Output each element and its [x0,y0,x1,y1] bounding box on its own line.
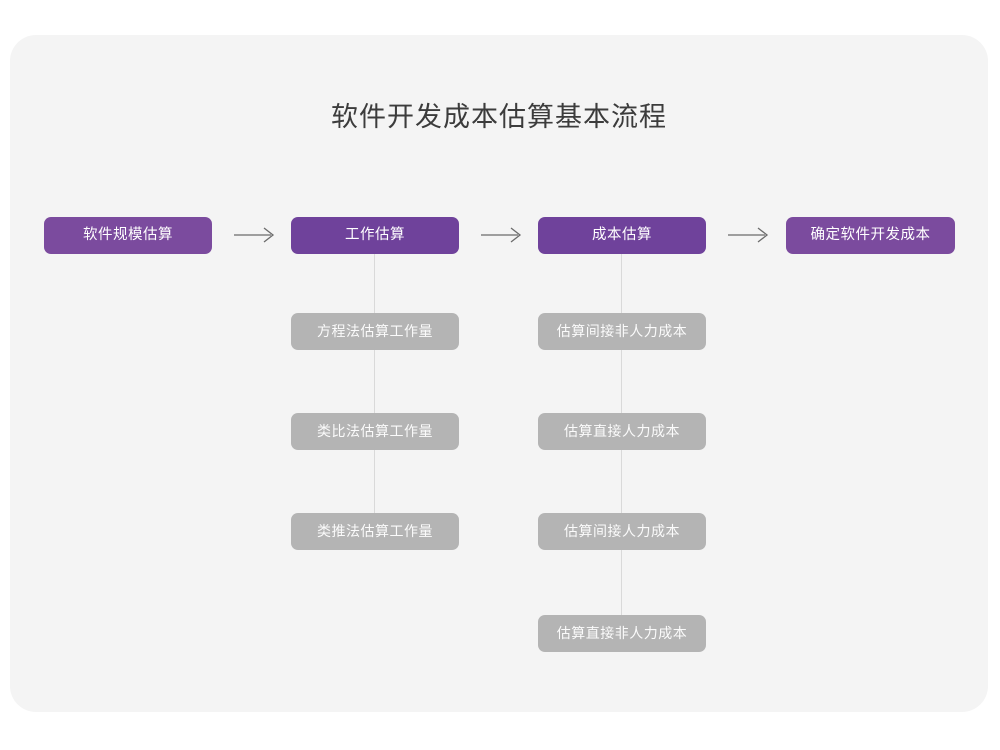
branch-node-indirect-non-labor-cost[interactable]: 估算间接非人力成本 [538,313,706,350]
page-title: 软件开发成本估算基本流程 [331,102,667,132]
connector-line-work-estimation [374,254,375,513]
stage-node-determine-development-cost[interactable]: 确定软件开发成本 [786,217,955,254]
diagram-canvas: 软件开发成本估算基本流程 软件规模估算 工作估算 成本估算 确定软件开发成本 方… [10,35,988,712]
branch-node-indirect-labor-cost[interactable]: 估算间接人力成本 [538,513,706,550]
stage-node-cost-estimation[interactable]: 成本估算 [538,217,706,254]
branch-node-inference-method[interactable]: 类推法估算工作量 [291,513,459,550]
branch-node-analogy-method[interactable]: 类比法估算工作量 [291,413,459,450]
branch-node-direct-labor-cost[interactable]: 估算直接人力成本 [538,413,706,450]
stage-node-software-size-estimation[interactable]: 软件规模估算 [44,217,212,254]
branch-node-direct-non-labor-cost[interactable]: 估算直接非人力成本 [538,615,706,652]
arrow-right-icon [233,225,279,245]
arrow-right-icon [480,225,526,245]
stage-node-work-estimation[interactable]: 工作估算 [291,217,459,254]
arrow-right-icon [727,225,773,245]
branch-node-equation-method[interactable]: 方程法估算工作量 [291,313,459,350]
